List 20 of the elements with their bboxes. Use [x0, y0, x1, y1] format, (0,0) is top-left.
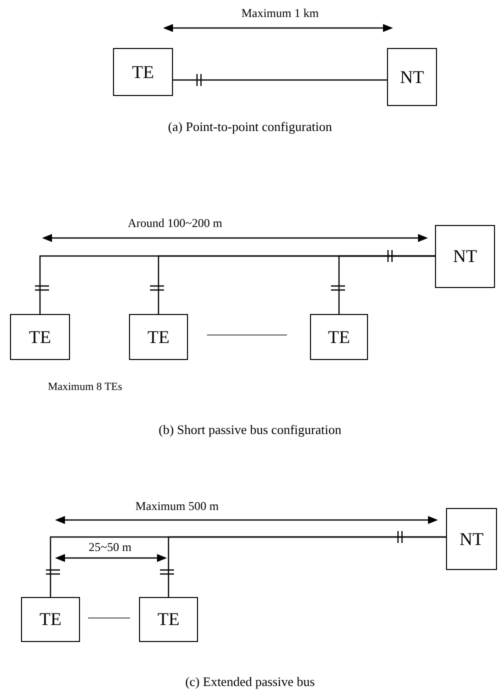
device-box: TE	[310, 314, 368, 360]
bus-line	[173, 79, 387, 81]
dimension-label: Maximum 500 m	[135, 499, 219, 514]
dimension-label: 25~50 m	[88, 540, 132, 555]
figure-caption: (a) Point-to-point configuration	[168, 119, 332, 136]
bus-line	[168, 536, 446, 597]
note-text: Maximum 8 TEs	[48, 381, 122, 395]
device-box: TE	[129, 314, 188, 360]
dimension-label: Around 100~200 m	[128, 216, 222, 231]
figure-caption: (c) Extended passive bus	[185, 674, 315, 690]
bus-line	[338, 255, 435, 314]
device-box: TE	[21, 597, 80, 642]
device-box: NT	[435, 225, 495, 288]
device-box: NT	[387, 48, 437, 106]
device-box: TE	[10, 314, 70, 360]
device-box: TE	[139, 597, 198, 642]
figure-caption: (b) Short passive bus configuration	[158, 422, 342, 438]
device-box: NT	[446, 508, 497, 570]
dimension-label: Maximum 1 km	[241, 6, 319, 21]
device-box: TE	[113, 48, 173, 96]
